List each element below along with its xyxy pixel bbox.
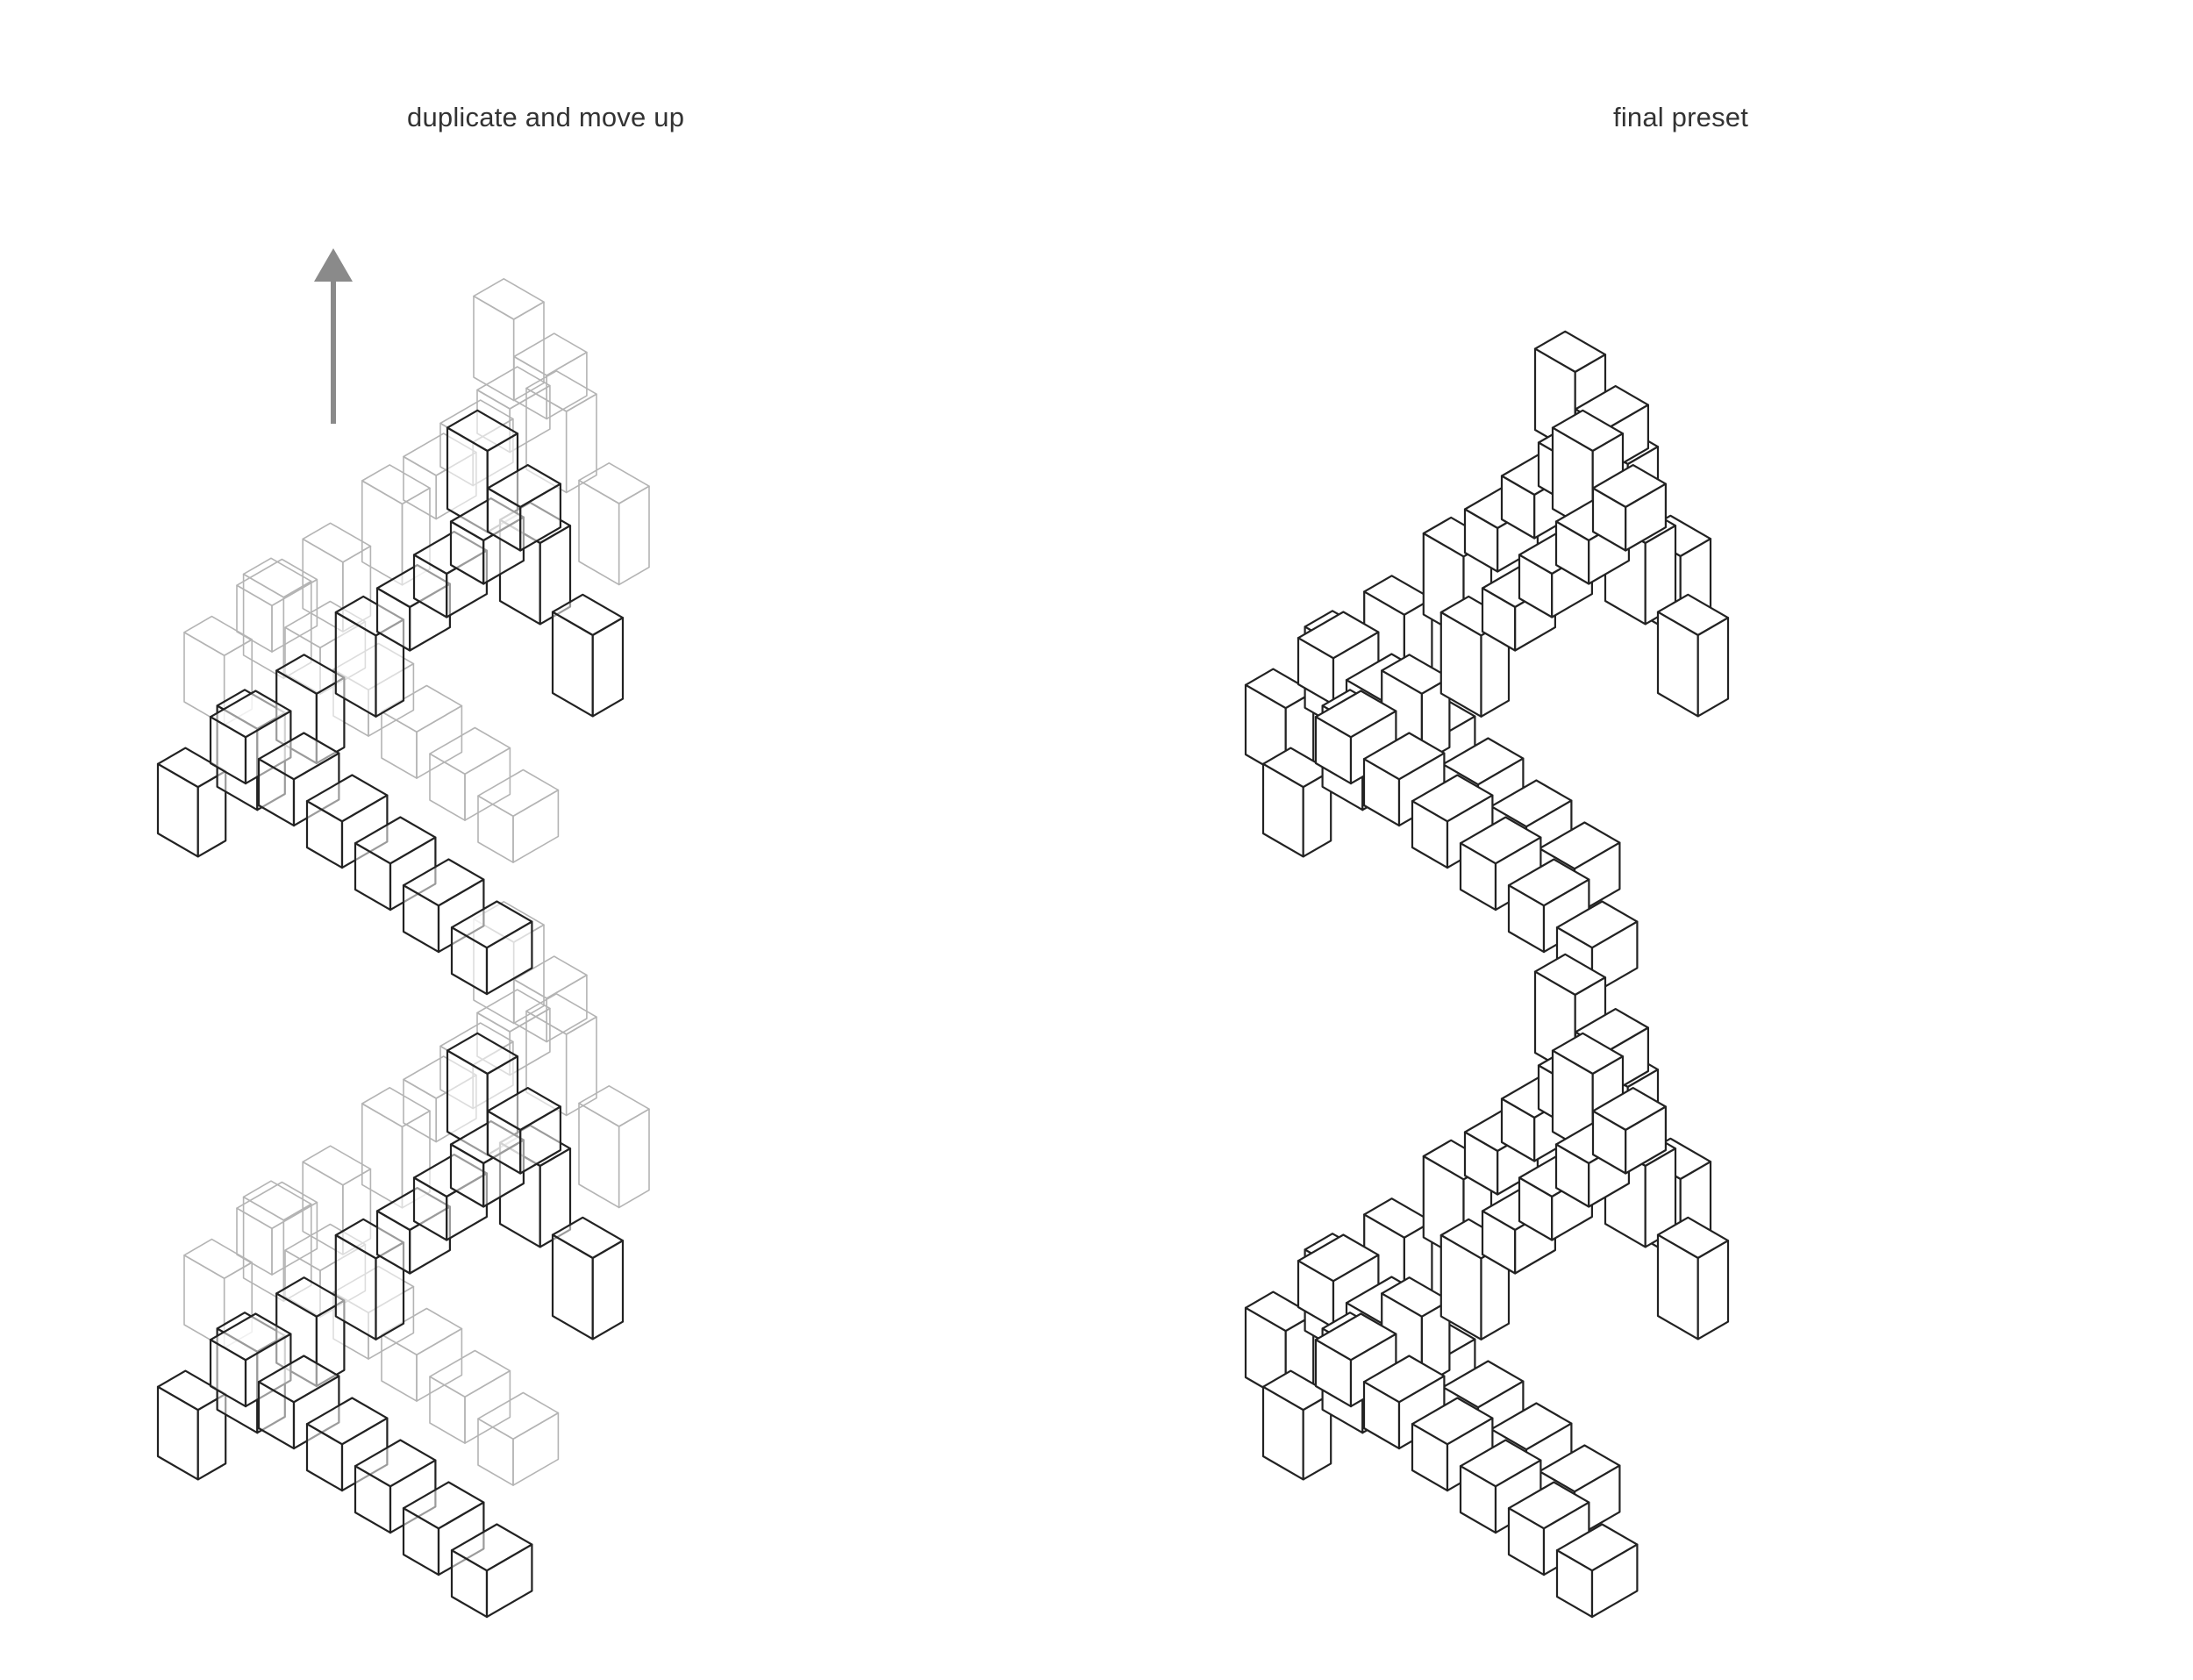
ghost-upper-link-0-side-left: [403, 455, 438, 520]
panel-duplicate-and-move-up: duplicate and move up: [0, 0, 1096, 1680]
ghost-upper-fin-low-3-top: [361, 464, 431, 505]
final-lower-b-spine-5-side-front: [1590, 1543, 1639, 1619]
ghost-lower-spine-3-side-front: [416, 1327, 463, 1402]
ghost-upper-fin-high-2-top: [578, 461, 650, 504]
ghost-lower-spine-4-side-front: [464, 1369, 511, 1444]
ghost-lower-fin-low-0-top: [183, 1238, 254, 1279]
final-lower-b-fin-high-2-side-front: [1697, 1240, 1730, 1340]
up-arrow-icon: [314, 248, 353, 282]
ghost-upper-fin-high-1-top: [525, 369, 597, 412]
final-upper-b-link-3-side-front: [1625, 483, 1668, 552]
panel-title-right: final preset: [1613, 102, 1749, 132]
ghost-upper-fin-high-0-side-left: [473, 295, 515, 402]
ghost-upper-fin-high-2-side-front: [618, 485, 650, 586]
ghost-upper-fin-high-2-side-left: [578, 479, 620, 586]
ghost-lower-link-0-side-left: [403, 1078, 438, 1143]
ghost-lower-spine-4-side-left: [429, 1376, 466, 1444]
ghost-upper-fin-low-2-top: [302, 522, 372, 563]
ghost-lower-spine-3-side-left: [381, 1333, 418, 1402]
ghost-lower-link-2-side-front: [509, 1007, 551, 1076]
ghost-lower-fin-low-3-side-left: [361, 1103, 404, 1209]
isometric-block-diagram-right: [1244, 330, 1730, 1619]
ghost-upper-link-3-top: [513, 332, 588, 376]
ghost-lower-fin-low-1-top: [242, 1180, 312, 1221]
orig-upper-fin-high-2-side-front: [591, 617, 625, 718]
ghost-lower-spine-0-side-front: [271, 1201, 318, 1276]
orig-lower-fin-high-2-side-front: [591, 1240, 625, 1340]
ghost-lower-link-3-side-front: [546, 974, 588, 1043]
final-lower-b-link-3-side-front: [1625, 1105, 1668, 1175]
ghost-upper-spine-4-side-front: [464, 747, 511, 821]
ghost-lower-spine-5-side-left: [477, 1418, 514, 1486]
ghost-upper-spine-0-side-left: [236, 584, 273, 653]
ghost-lower-spine-4-top: [429, 1349, 511, 1398]
ghost-upper-fin-low-1-side-left: [242, 573, 285, 680]
orig-upper-spine-5-side-front: [485, 920, 533, 996]
ghost-upper-spine-4-side-left: [429, 753, 466, 821]
ghost-lower-fin-high-1-top: [525, 993, 597, 1035]
arrow-shaft: [331, 281, 336, 424]
ghost-upper-fin-low-0-top: [183, 615, 254, 657]
ghost-lower-fin-high-1-side-front: [565, 1016, 597, 1117]
ghost-upper-link-2-side-front: [509, 384, 551, 454]
ghost-upper-spine-3-side-front: [416, 704, 463, 779]
ghost-lower-spine-5-top: [477, 1391, 560, 1441]
ghost-upper-fin-low-1-top: [242, 557, 312, 598]
ghost-upper-spine-0-side-front: [271, 578, 318, 653]
ghost-lower-spine-0-side-left: [236, 1207, 273, 1276]
ghost-upper-link-3-side-left: [513, 355, 548, 420]
ghost-lower-fin-low-2-top: [302, 1145, 372, 1186]
ghost-upper-fin-high-0-side-front: [512, 301, 545, 402]
orig-upper-link-3-side-front: [519, 483, 562, 552]
final-upper-b-fin-high-2-side-front: [1697, 617, 1730, 718]
orig-lower-link-3-side-front: [519, 1105, 562, 1175]
ghost-upper-spine-5-side-front: [512, 789, 560, 863]
ghost-lower-fin-high-2-side-front: [618, 1108, 650, 1209]
ghost-upper-link-3-side-front: [546, 351, 588, 420]
ghost-lower-fin-low-3-top: [361, 1087, 431, 1128]
ghost-lower-fin-low-1-side-left: [242, 1196, 285, 1302]
orig-lower-spine-5-side-front: [485, 1543, 533, 1619]
ghost-upper-spine-4-top: [429, 726, 511, 776]
original-block-cluster: [156, 409, 625, 1619]
ghost-upper-spine-5-top: [477, 769, 560, 818]
panel-final-preset: final preset: [1096, 0, 2193, 1680]
ghost-upper-spine-5-side-left: [477, 795, 514, 863]
ghost-upper-fin-high-1-side-front: [565, 393, 597, 494]
ghost-lower-fin-high-2-top: [578, 1085, 650, 1127]
ghost-lower-link-3-side-left: [513, 978, 548, 1043]
ghost-upper-spine-3-side-left: [381, 711, 418, 779]
ghost-upper-fin-high-0-top: [473, 277, 545, 320]
panel-title-left: duplicate and move up: [407, 102, 685, 132]
ghost-lower-fin-high-2-side-left: [578, 1102, 620, 1209]
final-preset-block-cluster: [1244, 330, 1730, 1619]
ghost-lower-spine-5-side-front: [512, 1412, 560, 1486]
ghost-upper-fin-low-3-side-left: [361, 480, 404, 586]
ghost-upper-spine-0-top: [236, 558, 318, 607]
isometric-block-diagram-left: [156, 277, 650, 1619]
ghost-lower-spine-0-top: [236, 1181, 318, 1230]
